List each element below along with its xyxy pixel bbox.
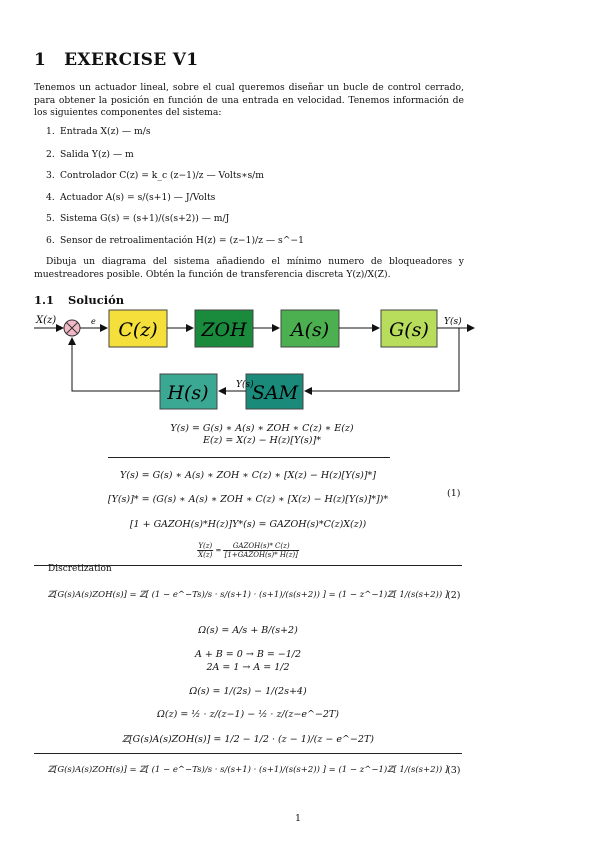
sensor-label: H(s): [166, 382, 208, 404]
intro-paragraph: Tenemos un actuador lineal, sobre el cua…: [34, 82, 464, 118]
block-diagram: X(z) e C(z) ZOH A(s) G(s) Y(s) SAM Y(s) …: [34, 309, 475, 410]
system-block: [380, 309, 438, 348]
divider: [34, 565, 462, 566]
feedback-label: Y(s): [236, 379, 254, 390]
z-transform-2: ℤ[G(s)A(s)ZOH(s)] = 1/2 − 1/2 · (z − 1)/…: [122, 734, 374, 745]
sampler-label: SAM: [252, 382, 299, 404]
section-number: 1: [34, 50, 47, 70]
equation-number-2: (2): [447, 590, 461, 601]
list-item: 5.Sistema G(s) = (s+1)/(s(s+2)) — m/J: [46, 213, 230, 224]
section-title-text: EXERCISE V1: [64, 50, 199, 70]
zoh-label: ZOH: [200, 319, 247, 341]
equation-6: Y(z)X(z) = GAZOH(s)* C(z)[1+GAZOH(s)* H(…: [197, 542, 299, 559]
omega-1: Ω(s) = A/s + B/(s+2): [198, 625, 298, 636]
input-label: X(z): [35, 315, 56, 326]
list-item: 1.Entrada X(z) — m/s: [46, 126, 151, 137]
list-item: 6.Sensor de retroalimentación H(z) = (z−…: [46, 235, 304, 246]
divider: [34, 753, 462, 754]
omega-2: Ω(s) = 1/(2s) − 1/(2s+4): [189, 686, 307, 697]
actuator-label: A(s): [289, 319, 329, 341]
system-label: G(s): [389, 319, 429, 341]
equation-number-1: (1): [447, 488, 461, 499]
page-number: 1: [295, 813, 302, 824]
equation-5: [1 + GAZOH(s)*H(z)]Y*(s) = GAZOH(s)*C(z)…: [129, 519, 367, 530]
divider: [108, 457, 390, 458]
equation-3: Y(s) = G(s) ∗ A(s) ∗ ZOH ∗ C(z) ∗ [X(z) …: [120, 470, 376, 481]
actuator-block: [280, 309, 340, 348]
omega-3: Ω(z) = ½ · z/(z−1) − ½ · z/(z−e^−2T): [157, 709, 339, 720]
controller-label: C(z): [118, 319, 157, 341]
sampler-block: [245, 373, 304, 410]
feedback-line: [304, 328, 460, 395]
system-line-2: 2A = 1 → A = 1/2: [206, 662, 290, 673]
output-label: Y(s): [444, 316, 462, 327]
error-label: e: [91, 317, 96, 326]
controller-block: [108, 309, 168, 348]
list-item: 3.Controlador C(z) = k_c (z−1)/z — Volts…: [46, 170, 264, 181]
section-title: 1 EXERCISE V1: [34, 50, 198, 70]
equation-4: [Y(s)]* = (G(s) ∗ A(s) ∗ ZOH ∗ C(z) ∗ [X…: [107, 494, 389, 505]
equation-1: Y(s) = G(s) ∗ A(s) ∗ ZOH ∗ C(z) ∗ E(z): [170, 423, 354, 434]
list-item: 4.Actuador A(s) = s/(s+1) — J/Volts: [46, 192, 216, 203]
task-paragraph: Dibuja un diagrama del sistema añadiendo…: [34, 256, 464, 280]
system-line-1: A + B = 0 → B = −1/2: [194, 649, 302, 660]
z-transform-3: ℤ[G(s)A(s)ZOH(s)] = ℤ[ (1 − e^−Ts)/s · s…: [47, 765, 449, 775]
equation-number-3: (3): [447, 765, 461, 776]
z-transform-1: ℤ[G(s)A(s)ZOH(s)] = ℤ[ (1 − e^−Ts)/s · s…: [47, 590, 449, 600]
equation-2: E(z) = X(z) − H(z)[Y(s)]*: [203, 435, 321, 446]
discretization-label: Discretization: [48, 564, 112, 574]
list-item: 2.Salida Y(z) — m: [46, 149, 134, 160]
